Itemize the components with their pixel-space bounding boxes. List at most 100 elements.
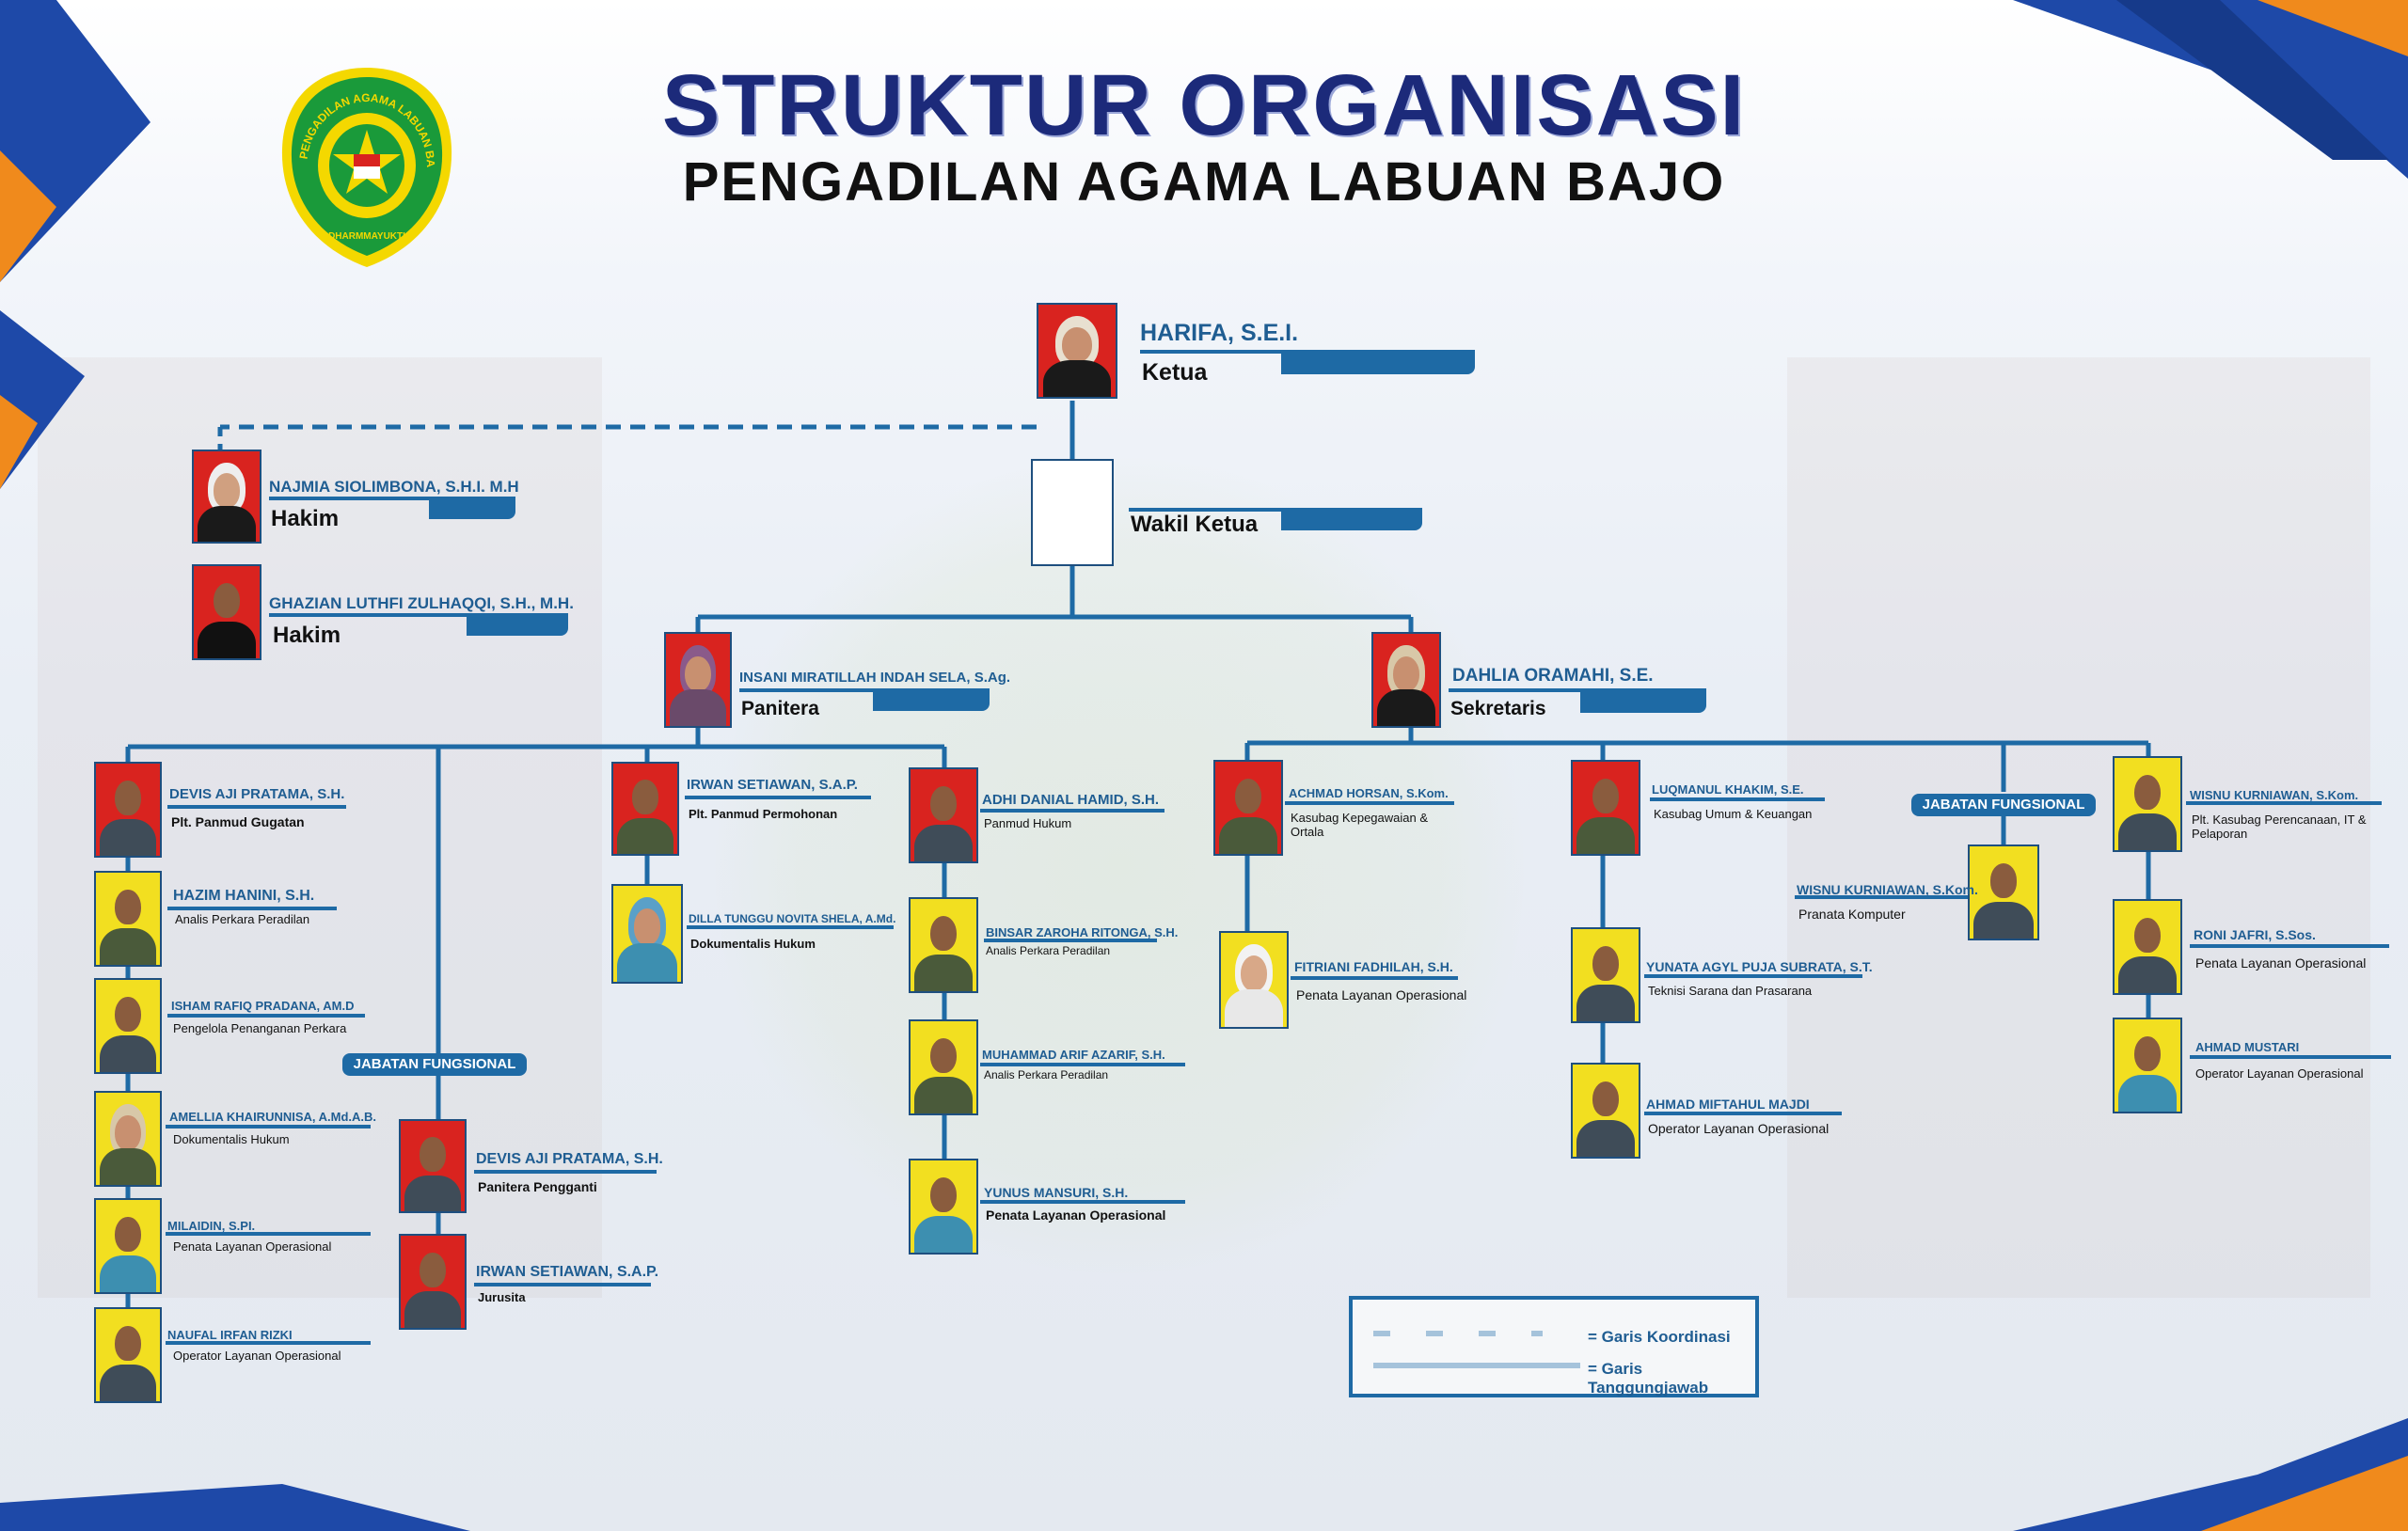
w1-role: Plt. Kasubag Perencanaan, IT & Pelaporan xyxy=(2192,813,2367,841)
jf1-role: Panitera Pengganti xyxy=(478,1179,597,1194)
photo-p3 xyxy=(94,978,162,1074)
p2-role: Analis Perkara Peradilan xyxy=(175,912,310,926)
photo-r4 xyxy=(909,1159,978,1255)
u2-role: Teknisi Sarana dan Prasarana xyxy=(1648,984,1813,998)
photo-r1 xyxy=(909,767,978,863)
r1-name: ADHI DANIAL HAMID, S.H. xyxy=(982,792,1160,808)
page-title: STRUKTUR ORGANISASI xyxy=(661,57,1747,153)
jf1-name: DEVIS AJI PRATAMA, S.H. xyxy=(476,1151,663,1167)
corner-ribbon-bottom-left xyxy=(0,1484,470,1531)
panitera-role: Panitera xyxy=(741,698,819,719)
photo-u2 xyxy=(1571,927,1640,1023)
photo-w1 xyxy=(2113,756,2182,852)
r4-role: Penata Layanan Operasional xyxy=(986,1207,1166,1223)
r3-name: MUHAMMAD ARIF AZARIF, S.H. xyxy=(982,1048,1165,1062)
p3-name: ISHAM RAFIQ PRADANA, AM.D xyxy=(171,999,355,1013)
p2-name: HAZIM HANINI, S.H. xyxy=(173,888,315,904)
photo-jf1 xyxy=(399,1119,467,1213)
w1-name: WISNU KURNIAWAN, S.Kom. xyxy=(2190,788,2359,802)
s1-role: Kasubag Kepegawaian & Ortala xyxy=(1291,811,1429,839)
photo-p4 xyxy=(94,1091,162,1187)
photo-q2 xyxy=(611,884,683,984)
jf2-role: Jurusita xyxy=(478,1290,526,1304)
jf3-role: Pranata Komputer xyxy=(1798,907,1906,922)
p3-role: Pengelola Penanganan Perkara xyxy=(173,1021,347,1035)
ketua-name: HARIFA, S.E.I. xyxy=(1140,320,1299,346)
hakim-1-name: NAJMIA SIOLIMBONA, S.H.I. M.H xyxy=(269,478,519,496)
u3-name: AHMAD MIFTAHUL MAJDI xyxy=(1646,1097,1810,1112)
background-building-right xyxy=(1787,357,2370,1298)
photo-q1 xyxy=(611,762,679,856)
u1-name: LUQMANUL KHAKIM, S.E. xyxy=(1652,782,1804,797)
photo-u1 xyxy=(1571,760,1640,856)
s2-role: Penata Layanan Operasional xyxy=(1296,987,1467,1002)
corner-ribbon-top-right xyxy=(2013,0,2408,179)
p4-name: AMELLIA KHAIRUNNISA, A.Md.A.B. xyxy=(169,1110,377,1124)
photo-r3 xyxy=(909,1019,978,1115)
photo-r2 xyxy=(909,897,978,993)
s2-name: FITRIANI FADHILAH, S.H. xyxy=(1294,959,1453,974)
w3-role: Operator Layanan Operasional xyxy=(2195,1066,2364,1081)
jf3-name: WISNU KURNIAWAN, S.Kom. xyxy=(1797,882,1978,897)
corner-ribbon-bottom-right xyxy=(2013,1418,2408,1531)
p1-name: DEVIS AJI PRATAMA, S.H. xyxy=(169,786,345,802)
q2-role: Dokumentalis Hukum xyxy=(690,937,816,951)
sekretaris-role: Sekretaris xyxy=(1450,698,1546,719)
p6-role: Operator Layanan Operasional xyxy=(173,1349,341,1363)
panitera-name: INSANI MIRATILLAH INDAH SELA, S.Ag. xyxy=(739,670,1011,686)
hakim-2-name: GHAZIAN LUTHFI ZULHAQQI, S.H., M.H. xyxy=(269,594,574,612)
p4-role: Dokumentalis Hukum xyxy=(173,1132,290,1146)
photo-w3 xyxy=(2113,1018,2182,1113)
r4-name: YUNUS MANSURI, S.H. xyxy=(984,1185,1129,1200)
u1-role: Kasubag Umum & Keuangan xyxy=(1654,807,1813,821)
p5-role: Penata Layanan Operasional xyxy=(173,1239,332,1254)
w2-name: RONI JAFRI, S.Sos. xyxy=(2194,927,2316,942)
photo-sekretaris xyxy=(1371,632,1441,728)
photo-hakim-2 xyxy=(192,564,261,660)
logo-motto: DHARMMAYUKTI xyxy=(328,231,405,242)
p5-name: MILAIDIN, S.PI. xyxy=(167,1219,256,1233)
wakil-ketua-role: Wakil Ketua xyxy=(1131,512,1259,537)
r1-role: Panmud Hukum xyxy=(984,816,1072,830)
jabatan-fungsional-badge-left: JABATAN FUNGSIONAL xyxy=(342,1053,527,1076)
legend-solid-label: = Garis Tanggungjawab xyxy=(1588,1360,1709,1397)
r2-role: Analis Perkara Peradilan xyxy=(986,944,1111,957)
photo-hakim-1 xyxy=(192,450,261,544)
w2-role: Penata Layanan Operasional xyxy=(2195,955,2367,971)
q1-name: IRWAN SETIAWAN, S.A.P. xyxy=(687,777,858,793)
photo-s2 xyxy=(1219,931,1289,1029)
u3-role: Operator Layanan Operasional xyxy=(1648,1121,1830,1136)
s1-name: ACHMAD HORSAN, S.Kom. xyxy=(1289,786,1449,800)
w3-name: AHMAD MUSTARI xyxy=(2195,1040,2300,1054)
hakim-2-role: Hakim xyxy=(273,623,341,648)
background-watermark-emblem xyxy=(715,442,1524,1288)
sekretaris-name: DAHLIA ORAMAHI, S.E. xyxy=(1452,666,1654,686)
r3-role: Analis Perkara Peradilan xyxy=(984,1068,1109,1081)
corner-ribbon-top-left xyxy=(0,0,150,489)
pengadilan-agama-logo: PENGADILAN AGAMA LABUAN BAJO DHARMMAYUKT… xyxy=(278,64,452,267)
photo-p6 xyxy=(94,1307,162,1403)
photo-p2 xyxy=(94,871,162,967)
photo-p5 xyxy=(94,1198,162,1294)
photo-p1 xyxy=(94,762,162,858)
photo-wakil-ketua-empty xyxy=(1031,459,1114,566)
photo-ketua xyxy=(1037,303,1117,399)
photo-jf2 xyxy=(399,1234,467,1330)
photo-s1 xyxy=(1213,760,1283,856)
q1-role: Plt. Panmud Permohonan xyxy=(689,807,838,821)
u2-name: YUNATA AGYL PUJA SUBRATA, S.T. xyxy=(1646,959,1873,974)
p6-name: NAUFAL IRFAN RIZKI xyxy=(167,1328,293,1342)
photo-jf3 xyxy=(1968,844,2039,940)
hakim-1-role: Hakim xyxy=(271,506,340,531)
p1-role: Plt. Panmud Gugatan xyxy=(171,814,305,829)
photo-u3 xyxy=(1571,1063,1640,1159)
jabatan-fungsional-badge-right: JABATAN FUNGSIONAL xyxy=(1911,794,2096,816)
photo-panitera xyxy=(664,632,732,728)
page-subtitle: PENGADILAN AGAMA LABUAN BAJO xyxy=(682,151,1726,213)
r2-name: BINSAR ZAROHA RITONGA, S.H. xyxy=(986,925,1179,939)
line-legend: = Garis Koordinasi = Garis Tanggungjawab xyxy=(1349,1296,1759,1397)
jf2-name: IRWAN SETIAWAN, S.A.P. xyxy=(476,1264,659,1280)
photo-w2 xyxy=(2113,899,2182,995)
